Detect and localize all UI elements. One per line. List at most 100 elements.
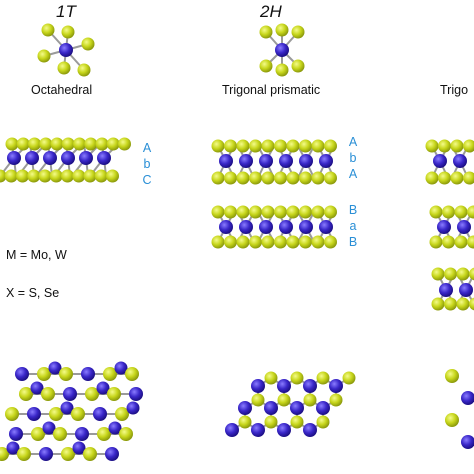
chalcogen-atom xyxy=(72,169,86,183)
chalcogen-atom xyxy=(249,205,262,219)
metal-atom xyxy=(457,220,471,234)
chalcogen-atom xyxy=(311,235,325,249)
chalcogen-atom xyxy=(107,387,121,401)
chalcogen-atom xyxy=(467,205,474,219)
chalcogen-atom xyxy=(290,415,304,429)
metal-atom xyxy=(251,379,265,393)
chalcogen-atom xyxy=(85,387,99,401)
chalcogen-atom xyxy=(259,59,273,73)
metal-atom xyxy=(30,381,44,395)
chalcogen-atom xyxy=(224,205,237,219)
legend-metal: M = Mo, W xyxy=(6,248,67,262)
stack-label-2h-top-2: b xyxy=(349,151,357,165)
chalcogen-atom xyxy=(115,407,129,421)
chalcogen-atom xyxy=(39,137,53,151)
chalcogen-atom xyxy=(119,427,133,441)
chalcogen-atom xyxy=(445,413,459,427)
metal-atom xyxy=(437,220,451,234)
chalcogen-atom xyxy=(97,427,111,441)
chalcogen-atom xyxy=(463,171,474,185)
metal-atom xyxy=(259,154,273,168)
legend-chalcogen: X = S, Se xyxy=(6,286,60,300)
metal-atom xyxy=(48,361,62,375)
chalcogen-atom xyxy=(264,415,278,429)
metal-atom xyxy=(275,43,289,57)
chalcogen-atom xyxy=(274,205,287,219)
chalcogen-atom xyxy=(71,407,85,421)
chalcogen-atom xyxy=(94,169,108,183)
chalcogen-atom xyxy=(5,137,19,151)
chalcogen-atom xyxy=(5,407,19,421)
metal-atom xyxy=(239,220,253,234)
chalcogen-atom xyxy=(17,447,31,461)
metal-atom xyxy=(459,283,473,297)
metal-atom xyxy=(433,154,447,168)
metal-atom xyxy=(27,407,41,421)
chalcogen-atom xyxy=(316,371,330,385)
chalcogen-atom xyxy=(442,235,455,249)
chalcogen-atom xyxy=(442,205,455,219)
metal-atom xyxy=(63,387,77,401)
metal-atom xyxy=(453,154,467,168)
metal-atom xyxy=(319,220,333,234)
chalcogen-atom xyxy=(61,25,75,39)
chalcogen-atom xyxy=(38,169,52,183)
chalcogen-atom xyxy=(249,139,262,153)
metal-atom xyxy=(25,151,39,165)
chalcogen-atom xyxy=(342,371,356,385)
atoms-layer xyxy=(0,23,474,461)
chalcogen-atom xyxy=(261,205,275,219)
metal-atom xyxy=(9,427,23,441)
chalcogen-atom xyxy=(286,235,300,249)
chalcogen-atom xyxy=(425,171,439,185)
metal-atom xyxy=(264,401,278,415)
stack-label-1t-2: b xyxy=(143,157,151,171)
metal-atom xyxy=(277,423,291,437)
chalcogen-atom xyxy=(211,205,225,219)
chalcogen-atom xyxy=(264,371,278,385)
chalcogen-atom xyxy=(275,63,289,77)
metal-atom xyxy=(461,391,474,405)
chalcogen-atom xyxy=(444,297,457,311)
chalcogen-atom xyxy=(454,235,468,249)
metal-atom xyxy=(439,283,453,297)
chalcogen-atom xyxy=(28,137,41,151)
chalcogen-atom xyxy=(41,23,55,37)
chalcogen-atom xyxy=(211,171,225,185)
chalcogen-atom xyxy=(469,267,474,281)
chalcogen-atom xyxy=(106,137,120,151)
metal-atom xyxy=(59,43,73,57)
chalcogen-atom xyxy=(425,139,439,153)
chalcogen-atom xyxy=(467,235,474,249)
metal-atom xyxy=(303,423,317,437)
chalcogen-atom xyxy=(261,171,275,185)
metal-atom xyxy=(97,151,111,165)
metal-atom xyxy=(303,379,317,393)
chalcogen-atom xyxy=(463,139,474,153)
stack-label-2h-bottom-3: B xyxy=(348,235,358,249)
chalcogen-atom xyxy=(249,171,262,185)
chalcogen-atom xyxy=(249,235,262,249)
chalcogen-atom xyxy=(0,447,9,461)
metal-atom xyxy=(316,401,330,415)
stack-label-2h-bottom-2: a xyxy=(349,219,357,233)
chalcogen-atom xyxy=(53,427,67,441)
chalcogen-atom xyxy=(83,447,97,461)
metal-atom xyxy=(108,421,122,435)
stack-label-1t-3: C xyxy=(142,173,152,187)
chalcogen-atom xyxy=(444,267,457,281)
chalcogen-atom xyxy=(316,415,330,429)
chalcogen-atom xyxy=(238,415,252,429)
chalcogen-atom xyxy=(224,139,237,153)
metal-atom xyxy=(61,151,75,165)
metal-atom xyxy=(239,154,253,168)
chalcogen-atom xyxy=(438,171,451,185)
chalcogen-atom xyxy=(311,171,325,185)
metal-atom xyxy=(75,427,89,441)
chalcogen-atom xyxy=(454,205,468,219)
metal-atom xyxy=(290,401,304,415)
metal-atom xyxy=(114,361,128,375)
chalcogen-atom xyxy=(236,139,250,153)
chalcogen-atom xyxy=(431,297,445,311)
chalcogen-atom xyxy=(59,367,73,381)
